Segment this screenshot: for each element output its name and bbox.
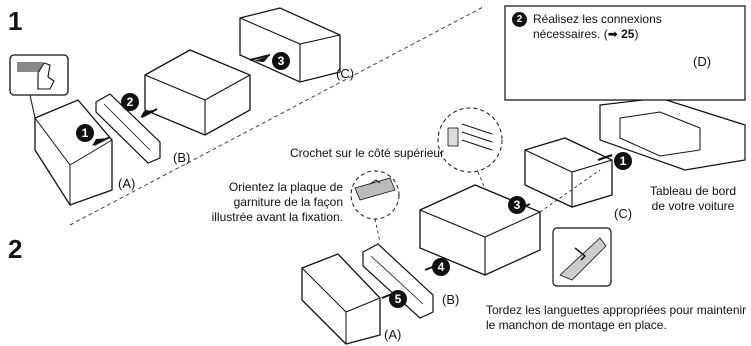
label-c-step1: (C) [336,66,355,81]
callout-line2-prefix: nécessaires. ( [533,27,608,42]
label-a-step1: (A) [118,176,136,191]
arrows-step1 [92,54,271,146]
callout-page-ref: 25 [621,27,635,42]
dashboard [599,97,746,171]
connector-inset [437,107,503,197]
label-c-step2: (C) [614,206,633,221]
marker-4-step2: 4 [432,258,450,276]
marker-1-step1: 1 [76,124,94,142]
callout-arrow: ➡ [607,27,618,42]
step-number-2: 2 [8,234,23,264]
step-number-1: 1 [8,6,23,36]
label-a-step2: (A) [384,327,402,342]
sleeve-c-step1 [239,7,341,83]
note-dashboard: Tableau de bord de votre voiture [649,184,737,213]
label-b-step2: (B) [442,292,460,307]
marker-2-step1: 2 [121,93,139,111]
trim-plate-b-step2 [362,243,434,319]
marker-3-step2: 3 [508,196,526,214]
note-orient: Orientez la plaque de garniture de la fa… [211,180,343,224]
marker-3-step1: 3 [272,52,290,70]
hook-inset [350,170,400,243]
section-divider [69,5,486,226]
callout-text: 2 Réalisez les connexions nécessaires. (➡… [512,12,740,42]
trim-plate-b-step1 [95,93,161,164]
note-hook: Crochet sur le côté supérieur [290,146,445,160]
label-b-step1: (B) [173,150,191,165]
note-bend: Tordez les languettes appropriées pour m… [486,303,747,332]
unit-box-step1 [144,49,251,136]
marker-5-step2: 5 [389,290,407,308]
faceplate-a-step1 [34,99,113,206]
faceplate-a-step2 [301,253,381,345]
press-button-inset [9,54,69,119]
guide-line [539,169,601,213]
callout-number: 2 [512,12,527,28]
tab-bending-inset [552,227,612,287]
sleeve-c-step2 [524,137,613,208]
label-d: (D) [693,54,712,69]
marker-1-step2: 1 [614,152,632,170]
callout-line2-suffix: ) [634,27,639,42]
callout-line1: Réalisez les connexions [533,12,662,26]
callout-box [504,5,746,101]
